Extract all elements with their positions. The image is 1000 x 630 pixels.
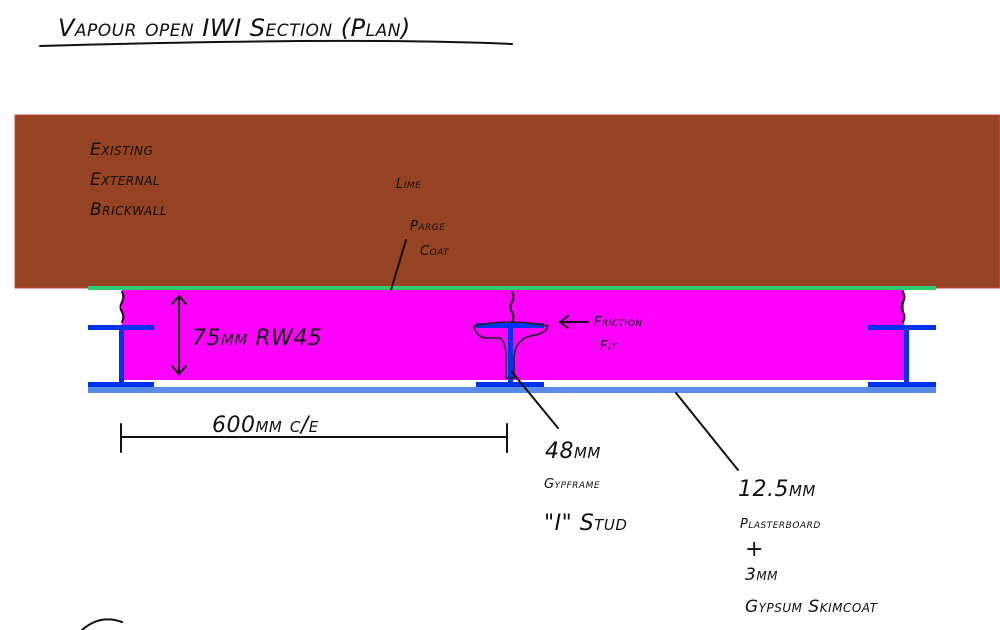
friction-fit-insulation-cutout [473, 321, 549, 379]
stud-leader-line [511, 371, 559, 429]
insulation-thickness-arrow [171, 294, 187, 376]
board-label-line1: 12.5mm [738, 477, 816, 502]
brick-wall [14, 114, 1000, 289]
board-label-line2: Plasterboard [740, 517, 821, 532]
brick-label-line2: External [90, 170, 160, 190]
brick-label-line3: Brickwall [90, 200, 167, 220]
friction-arrow-head [558, 315, 569, 329]
insulation-label: 75mm RW45 [192, 326, 322, 351]
board-label-line4: 3mm [745, 565, 778, 585]
diagram-title: Vapour open IWI Section (Plan) [58, 14, 411, 42]
board-label-line3: + [745, 537, 764, 562]
spacing-dimension [120, 423, 508, 453]
lime-leader-line [390, 239, 407, 291]
title-underline [39, 39, 513, 47]
lime-label-line1: Lime [396, 177, 421, 192]
stud-left [88, 325, 154, 387]
brick-label-line1: Existing [90, 140, 153, 160]
plasterboard-layer [88, 387, 936, 393]
insulation-joint-left [119, 291, 125, 323]
board-label-line5: Gypsum Skimcoat [745, 597, 879, 617]
lime-label-line3: Coat [420, 244, 450, 259]
partial-circle-mark [81, 618, 123, 630]
plasterboard-leader-line [675, 392, 739, 471]
stud-label-line3: "I" Stud [544, 511, 627, 536]
stud-middle [476, 323, 544, 387]
insulation-joint-middle [509, 291, 515, 323]
insulation-joint-right [900, 291, 906, 323]
stud-right [868, 325, 936, 387]
friction-label-line2: Fit [600, 339, 618, 354]
stud-label-line1: 48mm [545, 439, 601, 464]
spacing-label: 600mm c/e [212, 413, 319, 438]
stud-label-line2: Gypframe [544, 477, 600, 492]
lime-parge-coat [88, 286, 936, 290]
friction-label-line1: Friction [594, 315, 643, 330]
lime-label-line2: Parge [410, 219, 445, 234]
